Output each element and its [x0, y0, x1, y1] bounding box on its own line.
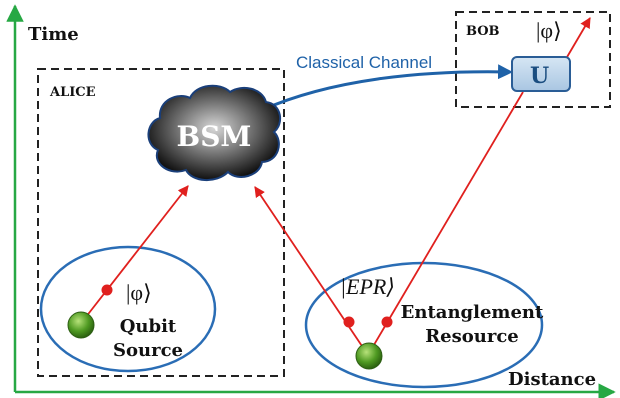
distance-axis-label: Distance: [508, 369, 596, 390]
entanglement-label-line2: Resource: [425, 326, 519, 347]
qubit-source-state: |φ⟩: [126, 280, 152, 305]
epr-particle-dot-right: [381, 316, 393, 328]
classical-channel-arrow: [261, 64, 513, 112]
entanglement-label-line1: Entanglement: [401, 302, 544, 323]
unitary-operator-label: U: [530, 63, 549, 89]
time-axis-label: Time: [28, 24, 79, 45]
qubit-source-ball: [67, 311, 95, 339]
epr-state: |EPR⟩: [340, 274, 395, 299]
alice-label: ALICE: [49, 85, 96, 100]
classical-channel-label: Classical Channel: [296, 53, 432, 72]
qubit-source-ellipse: [39, 245, 217, 373]
unitary-operator-box: [511, 56, 571, 92]
bob-label: BOB: [466, 24, 500, 39]
epr-to-bob-line: [367, 91, 524, 356]
alice-region: [37, 68, 285, 377]
qubit-source-label-line1: Qubit: [120, 316, 177, 337]
epr-particle-dot-left: [343, 316, 355, 328]
qubit-to-bsm-line: [81, 185, 189, 323]
entanglement-source-ball: [355, 342, 383, 370]
bob-state: |φ⟩: [536, 18, 562, 43]
bob-region: [455, 11, 611, 108]
bsm-label: BSM: [177, 120, 252, 153]
entanglement-resource-ellipse: [304, 261, 544, 389]
bsm-cloud: [147, 84, 282, 181]
qubit-particle-dot: [101, 284, 113, 296]
qubit-source-label-line2: Source: [113, 340, 183, 361]
epr-to-bsm-line: [254, 186, 369, 356]
